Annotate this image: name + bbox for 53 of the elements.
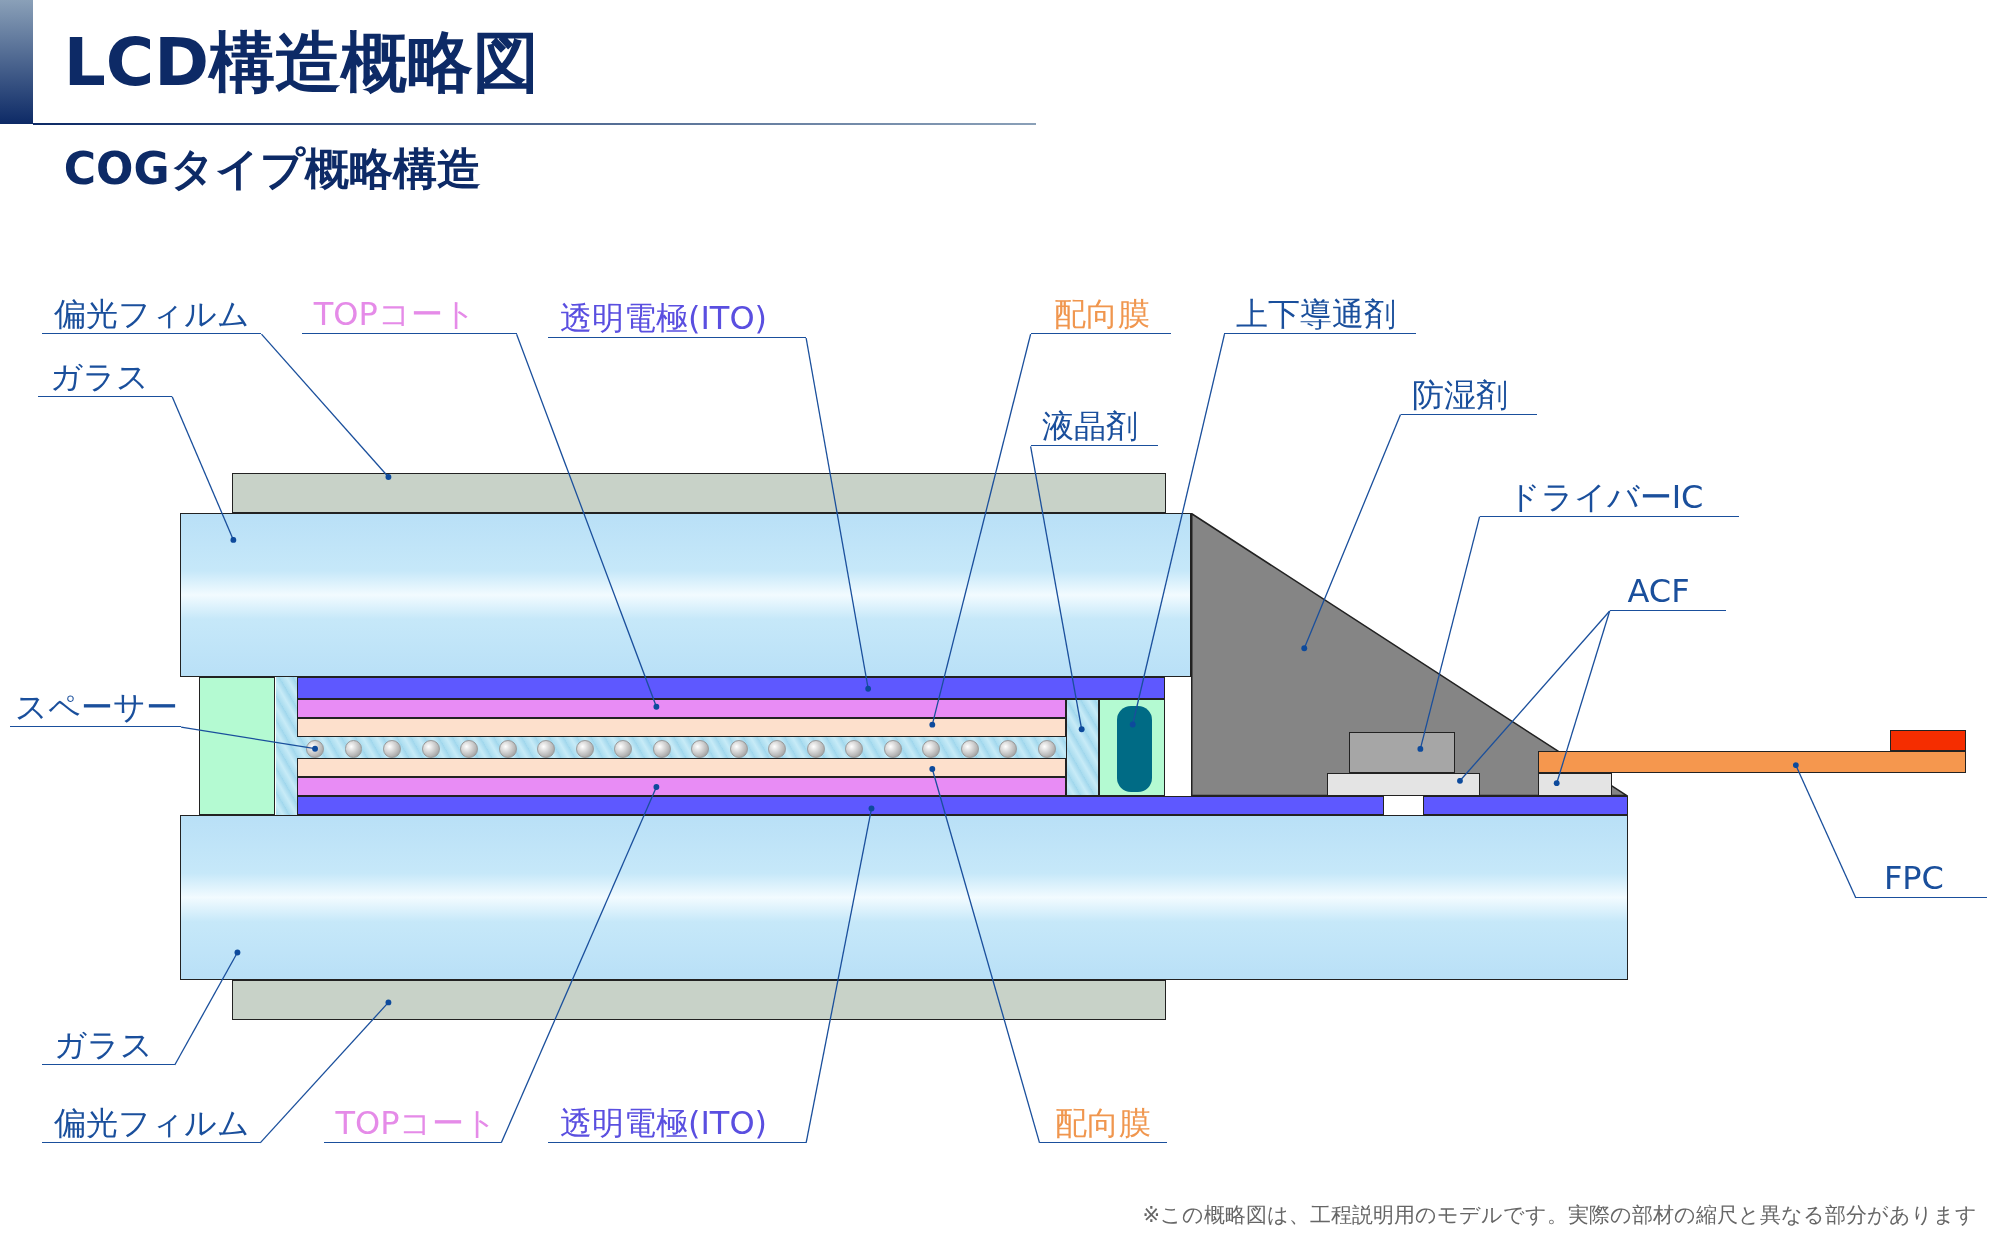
callout-label: TOPコート <box>302 296 517 335</box>
callout-label: ドライバーIC <box>1479 478 1739 517</box>
leader-line <box>805 337 872 692</box>
callout-label: 透明電極(ITO) <box>548 300 807 338</box>
callout-label: ガラス <box>38 358 173 397</box>
callout-label: 配向膜 <box>1030 296 1171 335</box>
callout-label: スペーサー <box>10 689 182 728</box>
callout-label: 偏光フィルム <box>42 1104 261 1143</box>
glass-substrate <box>179 512 1192 678</box>
polarizer-film <box>232 473 1166 513</box>
polarizer-film <box>232 979 1166 1021</box>
callout-label: ガラス <box>42 1027 175 1066</box>
conductive-frame <box>1099 698 1165 796</box>
leader-line <box>171 396 237 543</box>
callout-label: ACF <box>1609 572 1726 611</box>
leader-line <box>1301 413 1402 652</box>
callout-label: 防湿剤 <box>1400 376 1537 415</box>
leader-line <box>515 333 660 710</box>
glass-substrate <box>179 815 1628 980</box>
subtitle: COGタイプ概略構造 <box>63 142 481 197</box>
leader-line <box>805 805 875 1144</box>
leader-line <box>180 726 318 752</box>
electrode-strip <box>1423 795 1628 816</box>
callout-label: 液晶剤 <box>1030 408 1159 447</box>
leader-line <box>259 999 392 1144</box>
callout-label: 上下導通剤 <box>1224 296 1416 335</box>
liquid-crystal-region <box>1066 698 1100 796</box>
leader-line <box>929 333 1032 728</box>
callout-label: 配向膜 <box>1039 1104 1168 1143</box>
sealant-block <box>198 677 276 816</box>
callout-label: TOPコート <box>323 1104 502 1143</box>
leader-line <box>1457 610 1611 784</box>
electrode-layer <box>297 677 1165 699</box>
alignment-layer <box>297 718 1067 738</box>
leader-line <box>1417 515 1481 752</box>
leader-line <box>1029 445 1085 733</box>
leader-line <box>1792 762 1857 899</box>
callout-label: 偏光フィルム <box>42 296 262 335</box>
leader-line <box>1553 610 1611 787</box>
callout-label: 透明電極(ITO) <box>548 1104 807 1143</box>
footnote: ※この概略図は、工程説明用のモデルです。実際の部材の縮尺と異なる部分があります <box>1142 1201 1978 1229</box>
fpc-terminal <box>1890 729 1966 752</box>
callout-label: FPC <box>1855 859 1988 898</box>
title: LCD構造概略図 <box>63 22 540 103</box>
alignment-layer <box>297 757 1067 777</box>
leader-line <box>260 333 392 480</box>
conductive-pill <box>1117 706 1152 792</box>
leader-line <box>929 766 1041 1144</box>
flexible-circuit <box>1538 751 1966 773</box>
leader-line <box>174 949 241 1066</box>
leader-line <box>1129 333 1226 728</box>
driver-chip <box>1349 732 1456 773</box>
leader-line <box>500 784 660 1144</box>
